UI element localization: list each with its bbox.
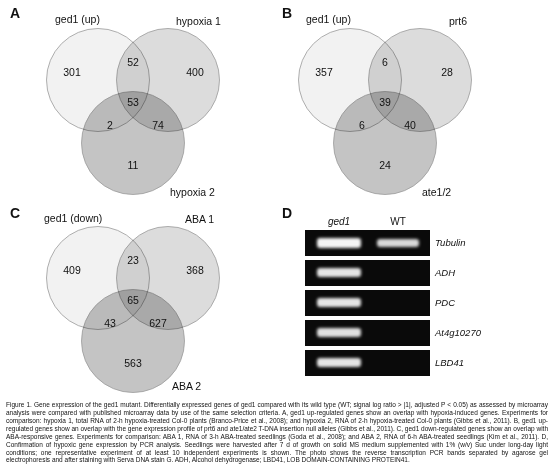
set-label: ged1 (up)	[306, 13, 351, 25]
set-label: ABA 2	[172, 380, 201, 392]
count-number: 627	[149, 318, 167, 329]
gel-band	[317, 298, 361, 307]
count-number: 301	[63, 67, 81, 78]
count-number: 6	[382, 57, 388, 68]
count-number: 11	[128, 160, 139, 171]
gel-band	[377, 239, 419, 247]
count-number: 409	[63, 265, 81, 276]
gene-label: PDC	[435, 298, 455, 308]
set-label: ABA 1	[185, 213, 214, 225]
circle-shape	[334, 92, 437, 195]
gene-label: At4g10270	[435, 328, 481, 338]
set-label: hypoxia 1	[176, 15, 221, 27]
count-number: 53	[127, 97, 139, 108]
count-number: 43	[104, 318, 116, 329]
panel-letter: A	[10, 6, 20, 20]
lane-header: ged1	[328, 217, 350, 227]
gel-bands	[317, 238, 419, 367]
lane-header: WT	[390, 217, 406, 227]
count-number: 368	[186, 265, 204, 276]
panel-letter: C	[10, 206, 20, 220]
circle-shape	[82, 92, 185, 195]
gel-band	[317, 358, 361, 367]
count-number: 74	[152, 120, 164, 131]
set-label: prt6	[449, 15, 467, 27]
gel-strip	[305, 260, 430, 286]
count-number: 65	[127, 295, 139, 306]
gel-band	[317, 328, 361, 337]
count-number: 24	[379, 160, 391, 171]
circle-shape	[82, 290, 185, 393]
count-number: 40	[404, 120, 416, 131]
count-number: 6	[359, 120, 365, 131]
gel-strip	[305, 320, 430, 346]
count-number: 2	[107, 120, 113, 131]
gel-band	[317, 268, 361, 277]
count-number: 39	[379, 97, 391, 108]
set-label: ged1 (down)	[44, 212, 102, 224]
gel-strips	[305, 230, 430, 376]
gene-label: Tubulin	[435, 238, 465, 248]
gel-strip	[305, 290, 430, 316]
gel-strip	[305, 230, 430, 256]
gene-label: ADH	[435, 268, 455, 278]
gel-strip	[305, 350, 430, 376]
set-label: hypoxia 2	[170, 186, 215, 198]
gel-band	[317, 238, 361, 248]
count-number: 23	[127, 255, 139, 266]
panel-letter: B	[282, 6, 292, 20]
count-number: 52	[127, 57, 139, 68]
count-number: 357	[315, 67, 333, 78]
count-number: 28	[441, 67, 453, 78]
figure-caption: Figure 1. Gene expression of the ged1 mu…	[6, 401, 548, 464]
panel-letter: D	[282, 206, 292, 220]
count-number: 400	[186, 67, 204, 78]
set-label: ate1/2	[422, 186, 451, 198]
gene-label: LBD41	[435, 358, 464, 368]
set-label: ged1 (up)	[55, 13, 100, 25]
count-number: 563	[124, 358, 142, 369]
